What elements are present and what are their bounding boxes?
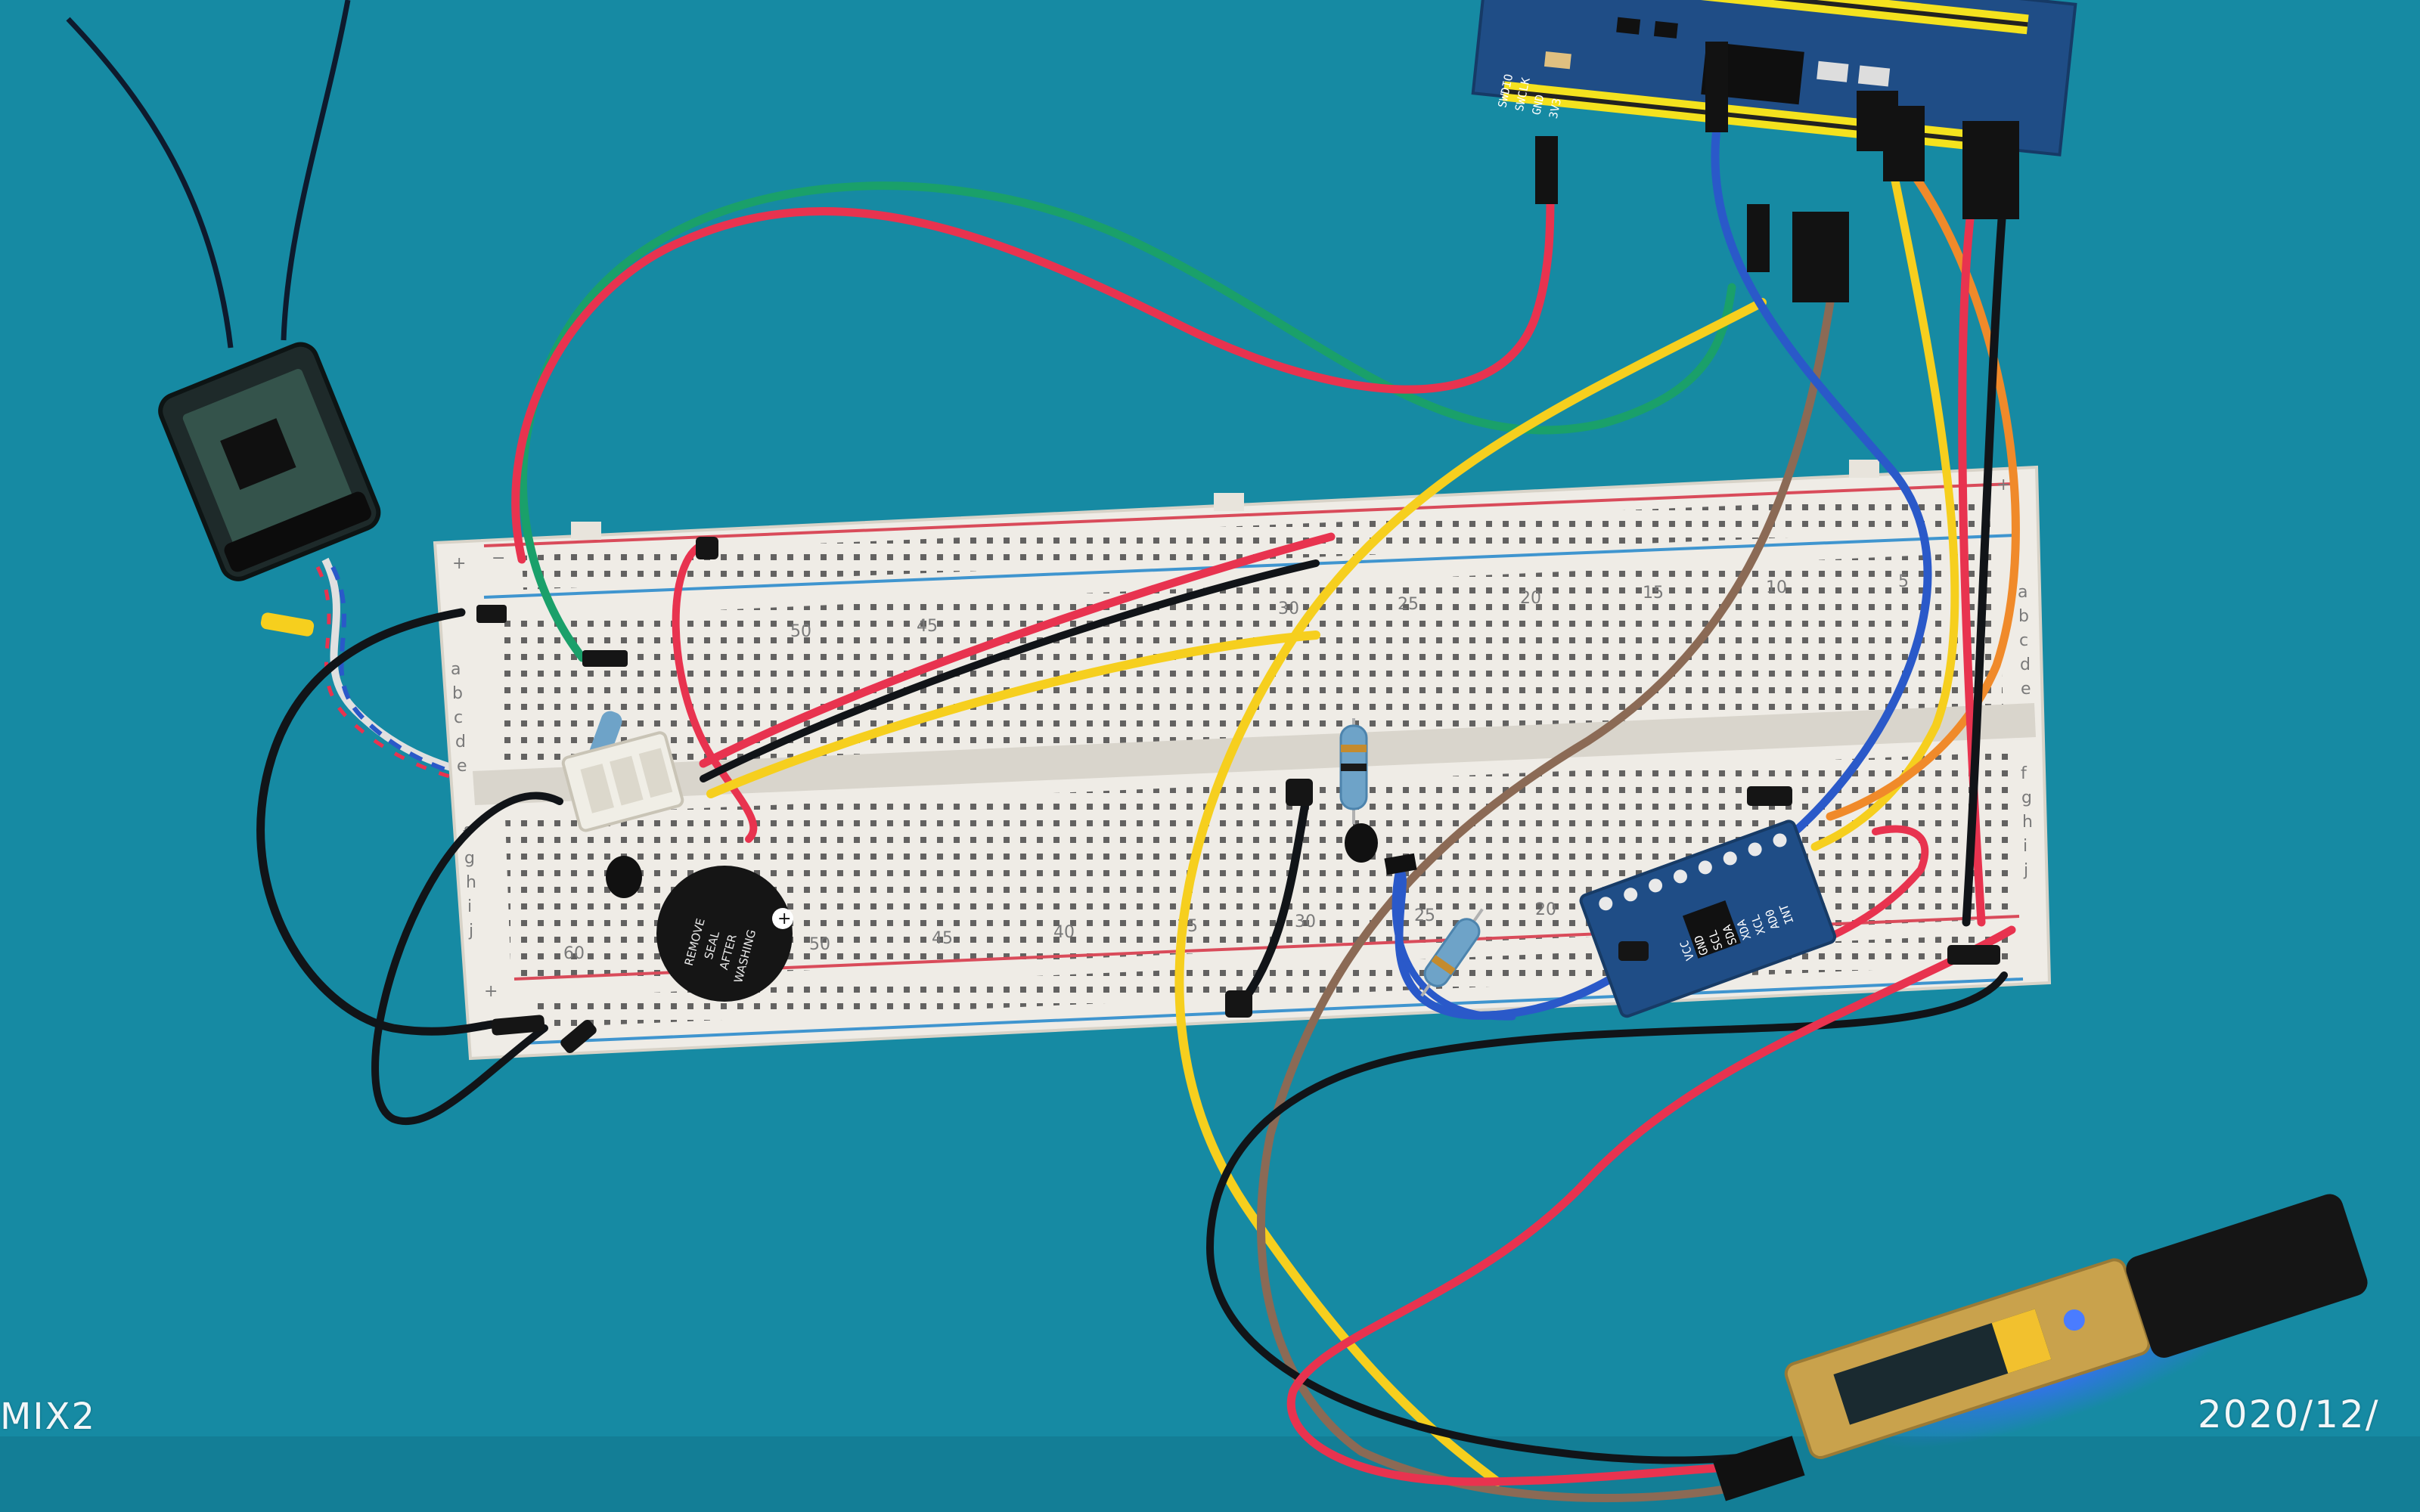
diode [1384,853,1417,875]
row-letter: g [464,849,475,868]
resistor [1339,718,1368,824]
column-number: 50 [790,622,811,641]
transistor [606,856,642,898]
antenna-wire [66,17,234,349]
wire-red-long [699,532,1336,768]
row-letter: h [466,873,476,892]
wire-yellow-mcu [1810,154,1959,851]
row-letter: g [2021,789,2032,807]
imu-pin-labels: VCC GND SCL SDA XDA XCL AD0 INT [1677,902,1797,962]
rail-plus-label-top: + [452,554,466,573]
wire-blue-short [1392,866,1516,1021]
transistor [1345,823,1378,863]
wire-black-bottom [1205,971,2008,1464]
wire-black-long [700,559,1320,782]
svg-text:+: + [777,909,791,928]
row-letter: d [2020,655,2031,674]
row-letter: f [2021,764,2028,783]
row-letter: i [2023,837,2028,856]
wire-red-bottom [1286,925,2016,1486]
rail-plus-label-right: + [1996,476,2010,494]
rail-minus-label-top: − [492,549,505,568]
row-letter: c [2019,631,2028,650]
column-number: 10 [1766,578,1787,597]
wire-black-center [1236,782,1313,1010]
column-number: 60 [563,944,585,963]
wire-black-mcu [1962,184,2009,927]
row-letter: b [452,684,463,703]
column-number: 45 [917,617,938,636]
wire-yellow-short [706,631,1320,798]
row-letter: j [2023,861,2028,880]
row-letter: b [2018,607,2029,626]
pin-label: 3V3 [1547,97,1564,119]
row-letter: a [2018,583,2028,602]
resistor [1420,908,1484,997]
pin-label: GND [1529,93,1547,116]
column-number: 25 [1398,595,1419,614]
jumper-wires [256,124,2020,1503]
row-letters-left-top: a b c d e [451,660,467,776]
wire-yellow-long [1174,298,1767,1486]
receiver-cable [330,565,576,789]
rail-plus-label-bottom: + [484,982,498,1001]
column-number: 40 [1053,923,1075,942]
usb-header-connector [1712,1436,1805,1501]
camera-timestamp: 2020/12/ [2198,1393,2380,1436]
row-letter: e [457,757,467,776]
mcu-pin-labels: SWDIO SWCLK GND 3V3 [1495,73,1564,119]
yellow-wire-tip [260,612,315,637]
usb-serial-adapter [1784,1194,2368,1459]
dupont-connectors [1535,42,2019,302]
column-number: 30 [1278,600,1299,618]
row-letter: e [2021,680,2031,699]
camera-watermark: MIX2 [0,1396,96,1438]
row-letter: c [454,708,463,727]
row-letter: h [2022,813,2033,832]
wire-black-left-2 [371,792,563,1126]
column-number: 25 [1414,906,1435,925]
wire-orange [1826,169,2020,821]
column-numbers-top: 50 45 30 25 20 15 10 5 [790,572,1909,641]
receiver-connector [561,731,684,832]
antenna-wire [281,0,351,341]
row-letter: j [468,922,473,940]
column-number: 45 [932,929,953,948]
row-letter: a [451,660,461,679]
column-number: 15 [1643,584,1664,603]
column-number: 30 [1295,912,1316,931]
column-number: 50 [809,935,830,954]
row-letters-right: a b c d e f g h i j [2018,583,2033,880]
buzzer: + [656,866,793,1002]
imu-module [1579,820,1837,1018]
row-letter: i [467,897,472,916]
wire-black-left [256,608,496,1036]
mat-bottom-strip [0,1436,2420,1512]
row-letter: d [455,733,466,751]
wire-red [511,192,1555,564]
column-number: 5 [1898,572,1909,591]
wire-red-jumper [672,541,758,843]
column-number: 20 [1535,900,1556,919]
radio-receiver-module [158,342,381,581]
column-number: 20 [1520,589,1541,608]
jumper-pins [476,537,2000,1054]
